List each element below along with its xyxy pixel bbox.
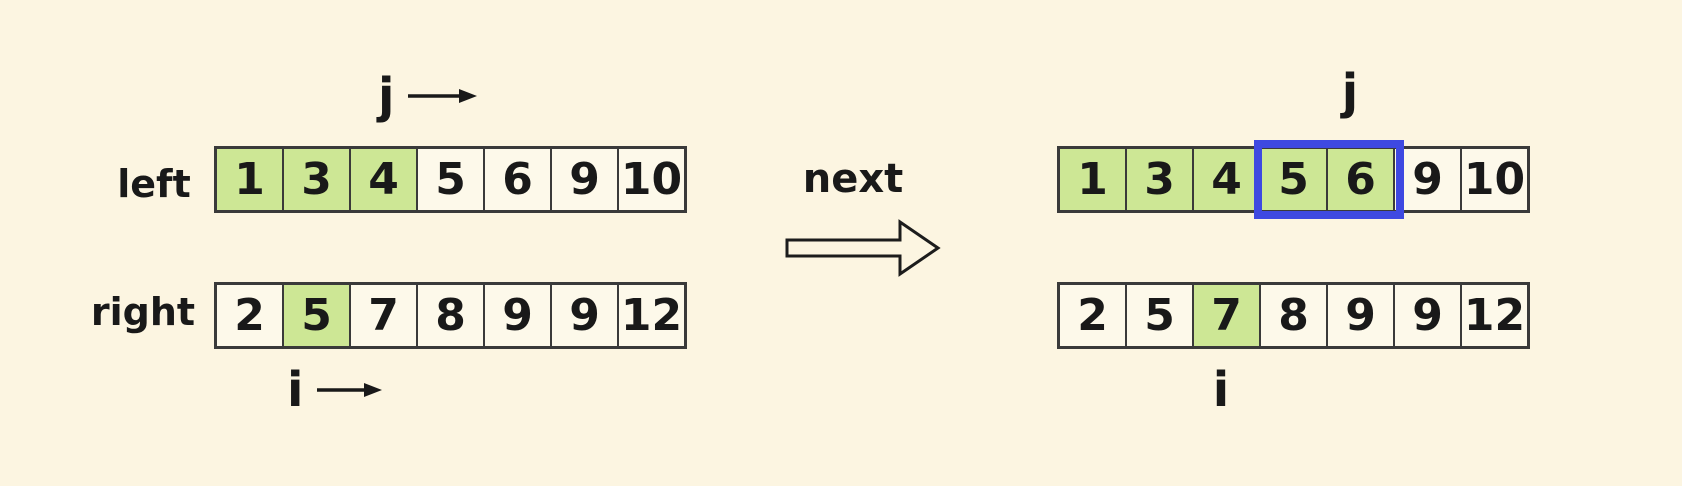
selection-box [1254,140,1404,219]
array-cell: 9 [485,285,552,346]
array-cell: 9 [552,149,619,210]
pointer-j-before: j [378,70,479,123]
array-cell: 10 [619,149,684,210]
array-cell: 4 [1194,149,1261,210]
transition-arrow-icon [785,219,941,277]
right-array-label: right [90,290,196,334]
array-cell: 5 [284,285,351,346]
array-cell: 6 [485,149,552,210]
pointer-i-before: i [287,364,384,417]
pointer-j-after: j [1341,64,1359,120]
array-cell: 2 [217,285,284,346]
array-cell: 8 [1261,285,1328,346]
array-cell: 5 [1127,285,1194,346]
array-cell: 1 [1060,149,1127,210]
pointer-j-label: j [378,68,395,124]
array-cell: 9 [1328,285,1395,346]
right-arrow-icon [317,383,383,398]
array-cell: 10 [1462,149,1527,210]
array-cell: 8 [418,285,485,346]
array-cell: 12 [619,285,684,346]
array-cell: 3 [1127,149,1194,210]
array-cell: 9 [1395,285,1462,346]
pointer-i-after: i [1212,362,1230,418]
array-cell: 12 [1462,285,1527,346]
array-cell: 5 [1261,149,1328,210]
array-cell: 3 [284,149,351,210]
array-cell: 9 [552,285,619,346]
next-label: next [802,156,904,202]
array-cell: 6 [1328,149,1395,210]
pointer-i-label: i [287,362,304,418]
array-cell: 7 [351,285,418,346]
array-cell: 5 [418,149,485,210]
left-array-label: left [117,162,191,206]
array-cell: 1 [217,149,284,210]
array-cell: 4 [351,149,418,210]
array-cell: 2 [1060,285,1127,346]
array-cell: 9 [1395,149,1462,210]
right-arrow-icon [408,89,478,104]
array-cell: 7 [1194,285,1261,346]
